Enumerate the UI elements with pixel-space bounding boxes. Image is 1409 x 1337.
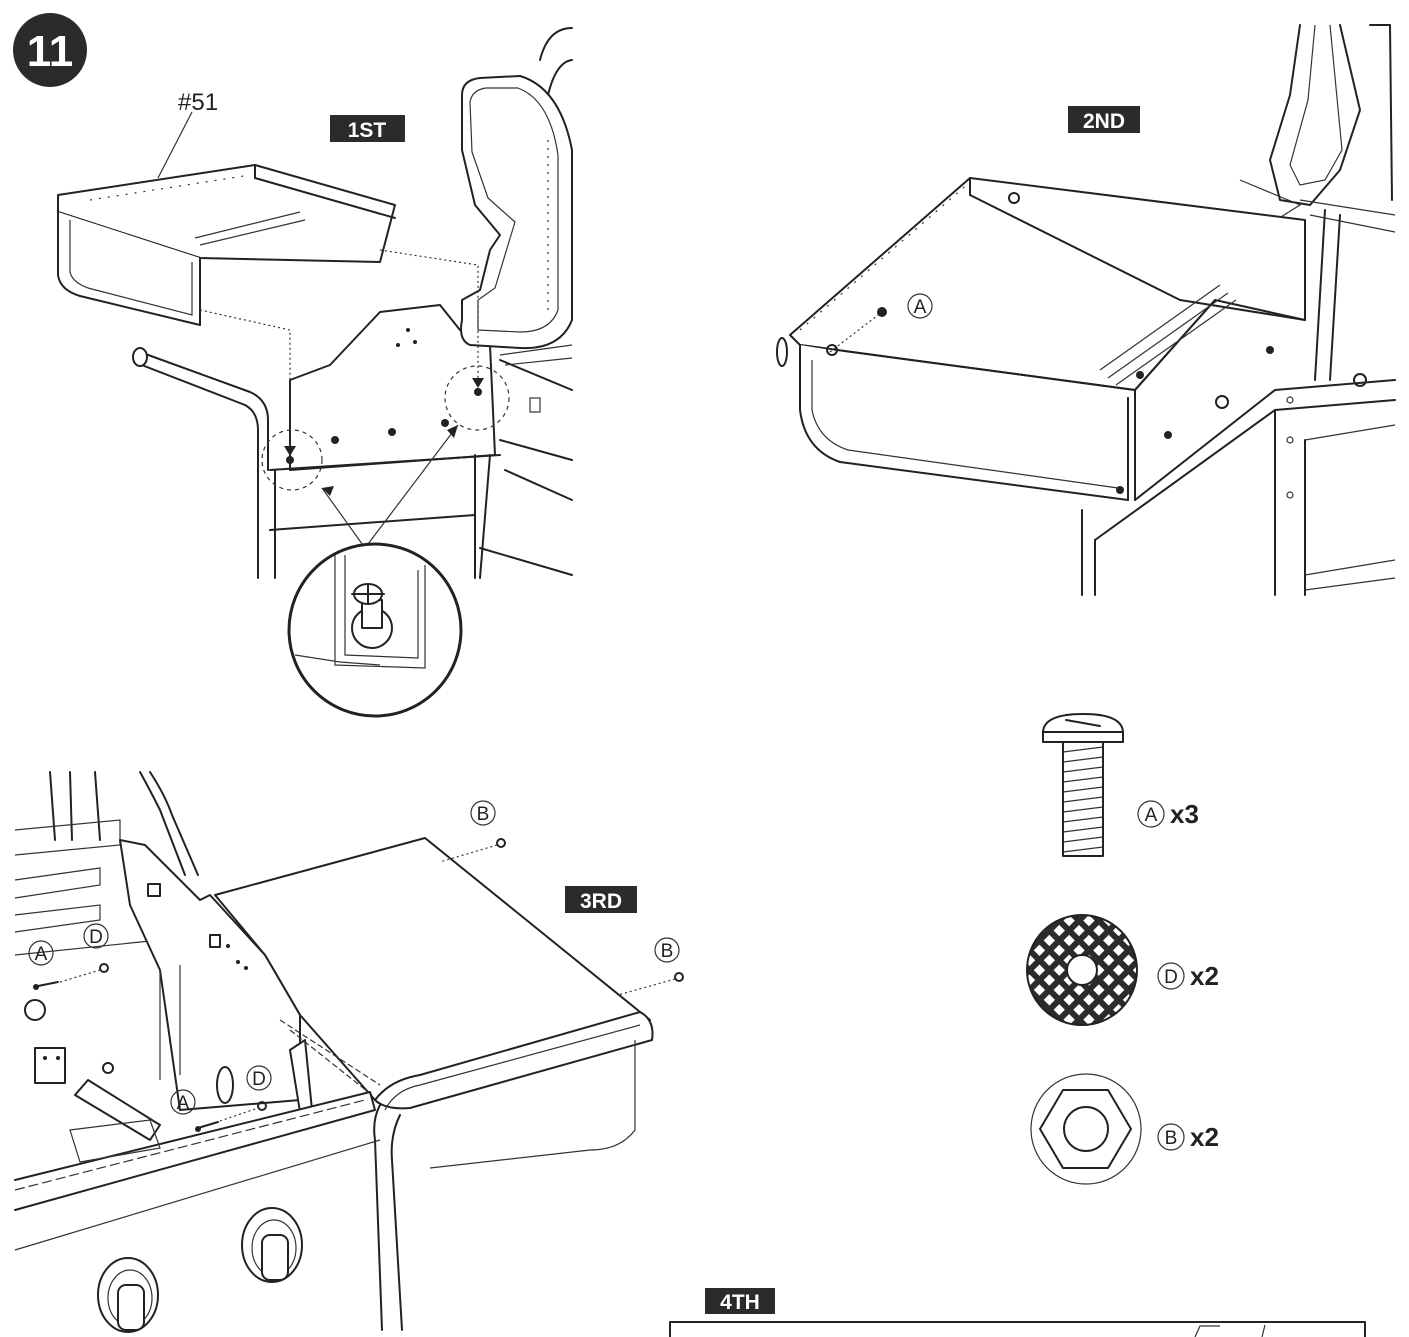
callout-letter-d-center: D bbox=[252, 1069, 266, 1090]
panel-fourth: 4TH bbox=[669, 1288, 1366, 1337]
hex-nut-icon bbox=[1030, 1073, 1142, 1185]
nut-callout-b-right: B bbox=[617, 937, 684, 996]
panel-first: 1ST #51 bbox=[57, 27, 573, 718]
panel-second-label: 2ND bbox=[1083, 110, 1125, 133]
panel-first-label: 1ST bbox=[348, 119, 387, 142]
screw-callout-2: A bbox=[829, 293, 933, 353]
side-shelf-top bbox=[214, 837, 654, 1331]
part-number-label: #51 bbox=[178, 89, 218, 116]
arrow-marker-left bbox=[284, 446, 296, 464]
grill-side-bracket-3 bbox=[119, 839, 381, 1113]
hardware-item-washer: D x2 bbox=[1026, 914, 1219, 1026]
hardware-letter-a: A bbox=[1145, 805, 1158, 826]
grill-lid-3 bbox=[14, 771, 199, 956]
hardware-letter-d: D bbox=[1164, 967, 1178, 988]
panel-third-label: 3RD bbox=[580, 890, 622, 913]
hardware-list: A x3 D x2 bbox=[1026, 713, 1219, 1185]
detail-callout-right bbox=[444, 365, 510, 431]
callout-letter-a-left: A bbox=[35, 944, 48, 965]
side-shelf-installed bbox=[776, 177, 1306, 501]
arrow-marker-right bbox=[472, 378, 484, 396]
hardware-qty-a: x3 bbox=[1170, 799, 1199, 829]
callout-letter-d-left: D bbox=[89, 927, 103, 948]
callout-letter-b-right: B bbox=[661, 941, 674, 962]
detail-leader-right bbox=[364, 424, 459, 549]
grill-lid-2 bbox=[1239, 24, 1396, 233]
detail-callout-left bbox=[261, 429, 323, 491]
screw-icon bbox=[1042, 713, 1124, 857]
grill-front-panel bbox=[14, 999, 381, 1333]
callout-letter-b-top: B bbox=[477, 804, 490, 825]
step-badge: 11 bbox=[13, 13, 87, 87]
panel-third: 3RD bbox=[14, 771, 684, 1333]
grill-lid bbox=[460, 27, 573, 366]
screw-callout-a-center: A bbox=[170, 1089, 219, 1132]
washer-callout-d-left: D bbox=[59, 923, 109, 983]
washer-callout-d-center: D bbox=[219, 1065, 272, 1122]
panel-fourth-label-box bbox=[705, 1288, 775, 1314]
part-number-leader bbox=[157, 111, 193, 179]
panel-fourth-label: 4TH bbox=[720, 1291, 760, 1314]
hardware-item-nut: B x2 bbox=[1030, 1073, 1219, 1185]
grill-cart-2 bbox=[1081, 209, 1396, 596]
panel-third-label-box bbox=[565, 886, 637, 913]
callout-letter-a-center: A bbox=[177, 1093, 190, 1114]
hardware-letter-b: B bbox=[1165, 1128, 1178, 1149]
hardware-item-screw: A x3 bbox=[1042, 713, 1199, 857]
panel-second-label-box bbox=[1068, 106, 1140, 133]
magnified-keyhole-detail bbox=[287, 542, 463, 718]
hardware-qty-b: x2 bbox=[1190, 1122, 1219, 1152]
washer-icon bbox=[1026, 914, 1138, 1026]
hardware-qty-d: x2 bbox=[1190, 961, 1219, 991]
control-knob-left bbox=[97, 1257, 159, 1333]
step-number: 11 bbox=[27, 27, 74, 76]
step-badge-circle bbox=[13, 13, 87, 87]
panel-second: 2ND bbox=[776, 24, 1396, 596]
side-shelf-part bbox=[57, 164, 396, 326]
control-knob-right bbox=[241, 1207, 303, 1283]
nut-callout-b-top: B bbox=[439, 800, 506, 863]
callout-letter-a-2: A bbox=[914, 297, 927, 318]
screw-callout-a-left: A bbox=[28, 940, 59, 990]
panel-first-label-box bbox=[330, 115, 405, 142]
guide-line-left bbox=[199, 309, 291, 455]
grill-side-panel bbox=[132, 304, 573, 579]
detail-leader-left bbox=[321, 487, 366, 549]
panel-fourth-frame bbox=[669, 1321, 1366, 1337]
